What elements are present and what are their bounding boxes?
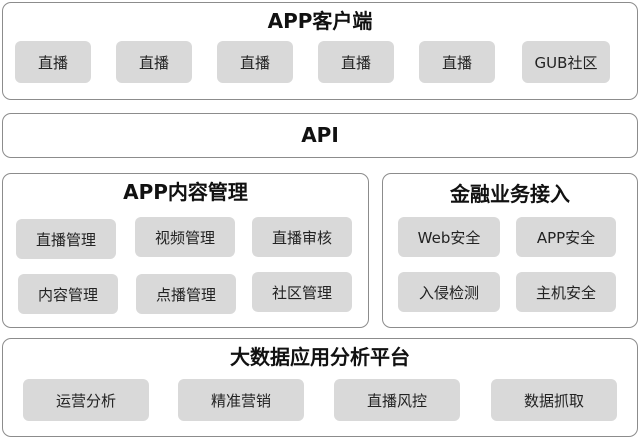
finance-panel: 金融业务接入 Web安全 APP安全 入侵检测 主机安全 [382, 173, 638, 328]
client-item-live-2[interactable]: 直播 [116, 41, 192, 83]
client-item-community[interactable]: GUB社区 [522, 41, 610, 83]
content-item-vod-mgmt[interactable]: 点播管理 [136, 274, 236, 314]
api-title: API [301, 123, 339, 147]
content-mgmt-title: APP内容管理 [123, 180, 248, 204]
finance-title: 金融业务接入 [450, 182, 570, 206]
bigdata-title: 大数据应用分析平台 [230, 345, 410, 369]
content-item-content-mgmt[interactable]: 内容管理 [18, 274, 118, 314]
bigdata-item-operations-analysis[interactable]: 运营分析 [23, 379, 149, 421]
client-item-live-4[interactable]: 直播 [318, 41, 394, 83]
client-panel: APP客户端 直播 直播 直播 直播 直播 GUB社区 [2, 2, 638, 100]
finance-item-app-security[interactable]: APP安全 [516, 217, 616, 257]
bigdata-item-data-scraping[interactable]: 数据抓取 [491, 379, 617, 421]
content-item-live-mgmt[interactable]: 直播管理 [16, 219, 116, 259]
content-item-video-mgmt[interactable]: 视频管理 [135, 217, 235, 257]
finance-item-host-security[interactable]: 主机安全 [516, 272, 616, 312]
content-item-live-review[interactable]: 直播审核 [252, 217, 352, 257]
bigdata-panel: 大数据应用分析平台 运营分析 精准营销 直播风控 数据抓取 [2, 338, 638, 437]
client-item-live-5[interactable]: 直播 [419, 41, 495, 83]
client-item-live-1[interactable]: 直播 [15, 41, 91, 83]
client-title: APP客户端 [267, 9, 373, 33]
content-item-community-mgmt[interactable]: 社区管理 [252, 272, 352, 312]
content-mgmt-panel: APP内容管理 直播管理 视频管理 直播审核 内容管理 点播管理 社区管理 [2, 173, 369, 328]
finance-item-intrusion-detection[interactable]: 入侵检测 [398, 272, 500, 312]
finance-item-web-security[interactable]: Web安全 [398, 217, 500, 257]
client-item-live-3[interactable]: 直播 [217, 41, 293, 83]
api-panel: API [2, 113, 638, 158]
bigdata-item-precision-marketing[interactable]: 精准营销 [178, 379, 304, 421]
bigdata-item-live-risk-control[interactable]: 直播风控 [334, 379, 460, 421]
